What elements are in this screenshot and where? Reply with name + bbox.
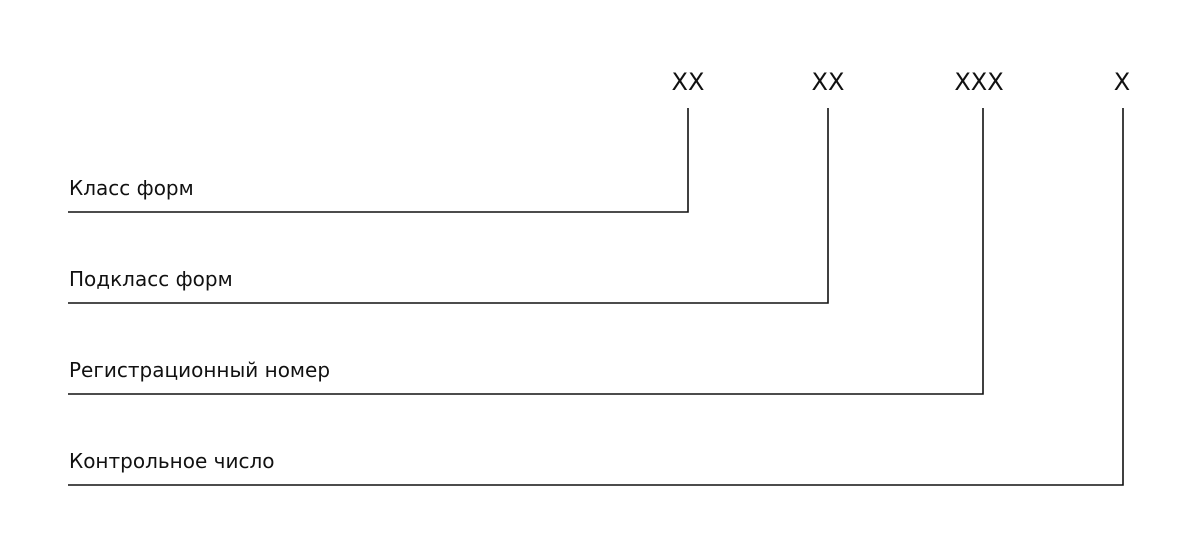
connector-line-4	[68, 108, 1124, 486]
label-form-class: Класс форм	[69, 176, 194, 200]
connector-line-3	[68, 108, 984, 395]
label-check-digit: Контрольное число	[69, 449, 274, 473]
code-segment-3: XXX	[954, 68, 1003, 96]
label-form-subclass: Подкласс форм	[69, 267, 233, 291]
label-registration-number: Регистрационный номер	[69, 358, 330, 382]
code-segment-1: XX	[672, 68, 705, 96]
code-segment-4: X	[1114, 68, 1130, 96]
connector-line-2	[68, 108, 829, 304]
code-segment-2: XX	[812, 68, 845, 96]
connector-line-1	[68, 108, 689, 213]
